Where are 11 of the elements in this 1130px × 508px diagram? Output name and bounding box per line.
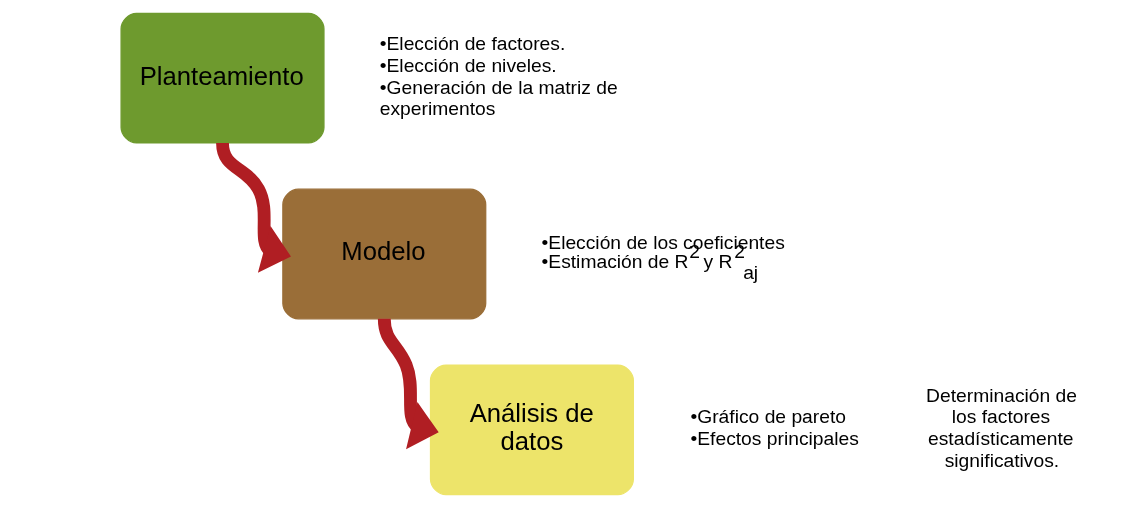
arrow — [377, 318, 439, 450]
node-box: Modelo — [282, 188, 487, 320]
node-label: •Elección de factores. — [379, 32, 566, 54]
arrow — [216, 142, 291, 273]
label: Determinación de los factores estadísticamente significativos. — [926, 384, 1077, 472]
node-label: •Elección de niveles. — [379, 54, 557, 76]
node-label: •Efectos principales — [690, 428, 859, 450]
node-box: Planteamiento — [120, 12, 325, 144]
node-box: Análisis de datos — [429, 364, 634, 496]
node-label: •Generación de la matriz de experimentos — [379, 76, 618, 120]
node-label: •Gráfico de pareto — [690, 406, 846, 428]
